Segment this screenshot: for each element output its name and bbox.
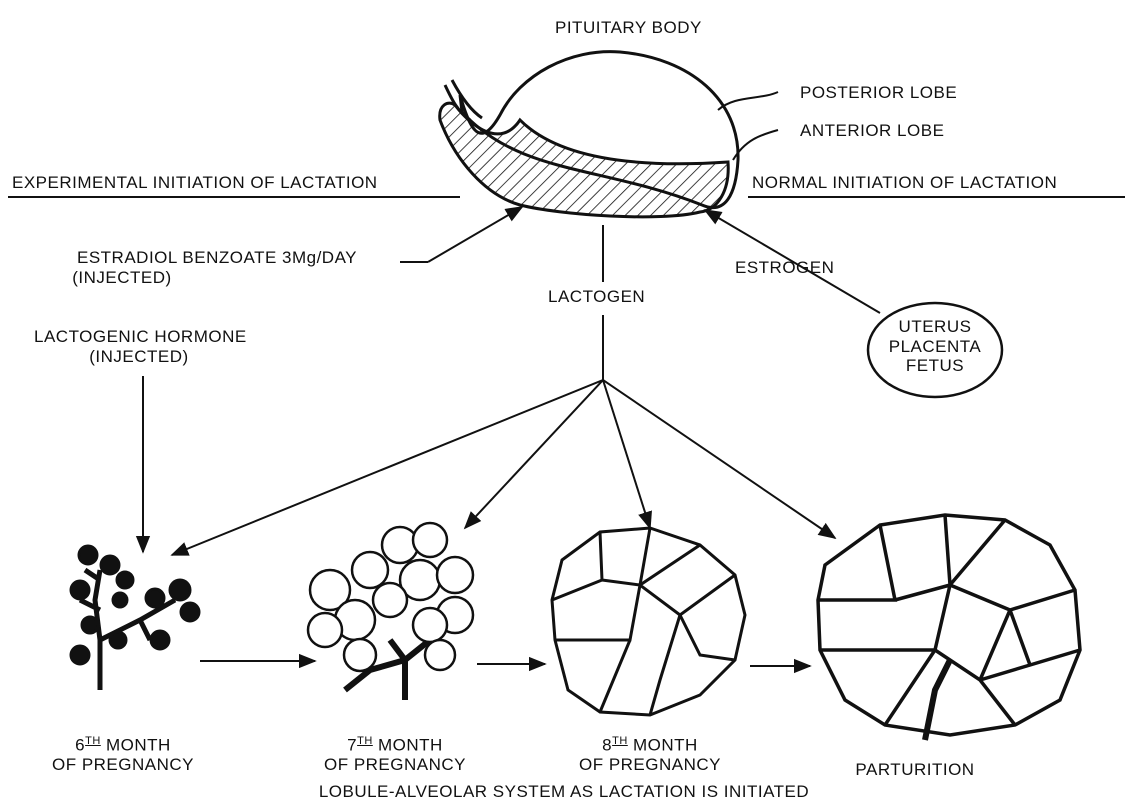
estradiol-label: ESTRADIOL BENZOATE 3Mg/DAY (INJECTED) bbox=[34, 248, 400, 287]
lactogen-label: LACTOGEN bbox=[548, 287, 645, 307]
experimental-header: EXPERIMENTAL INITIATION OF LACTATION bbox=[12, 173, 378, 193]
lobule-7th-month bbox=[308, 523, 473, 700]
lobule-8th-month bbox=[552, 528, 745, 715]
estradiol-line1: ESTRADIOL BENZOATE 3Mg/DAY bbox=[34, 248, 400, 268]
placenta-label: PLACENTA bbox=[880, 337, 990, 357]
normal-header: NORMAL INITIATION OF LACTATION bbox=[752, 173, 1057, 193]
stage-parturition-label: PARTURITION bbox=[835, 760, 995, 780]
posterior-lobe-label: POSTERIOR LOBE bbox=[800, 83, 957, 103]
lobule-parturition bbox=[818, 515, 1080, 740]
stage-8th-month-label: 8TH MONTH OF PREGNANCY bbox=[555, 735, 745, 775]
stage-7th-month-label: 7TH MONTH OF PREGNANCY bbox=[300, 735, 490, 775]
lactogenic-label: LACTOGENIC HORMONE (INJECTED) bbox=[34, 327, 244, 366]
estrogen-label: ESTROGEN bbox=[735, 258, 834, 278]
caption: LOBULE-ALVEOLAR SYSTEM AS LACTATION IS I… bbox=[0, 782, 1128, 802]
anterior-lobe-label: ANTERIOR LOBE bbox=[800, 121, 944, 141]
estradiol-line2: (INJECTED) bbox=[34, 268, 210, 288]
pituitary-title: PITUITARY BODY bbox=[555, 18, 702, 38]
lobule-6th-month bbox=[71, 546, 199, 690]
source-organs-label: UTERUS PLACENTA FETUS bbox=[880, 317, 990, 376]
fetus-label: FETUS bbox=[880, 356, 990, 376]
uterus-label: UTERUS bbox=[880, 317, 990, 337]
stage-6th-month-label: 6TH MONTH OF PREGNANCY bbox=[28, 735, 218, 775]
lactogenic-line2: (INJECTED) bbox=[34, 347, 244, 367]
lactogenic-line1: LACTOGENIC HORMONE bbox=[34, 327, 244, 347]
pituitary-body bbox=[440, 52, 738, 217]
